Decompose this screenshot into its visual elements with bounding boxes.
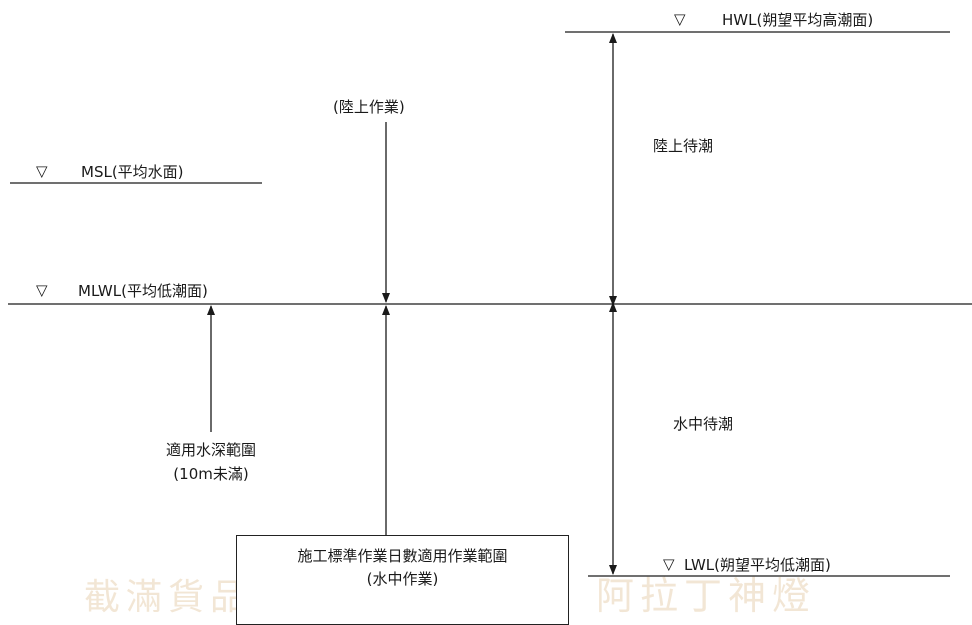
tide-diagram	[8, 31, 972, 577]
lwl-label: LWL(朔望平均低潮面)	[684, 556, 831, 574]
work-range-subtitle: (水中作業)	[366, 570, 439, 588]
hwl-label: HWL(朔望平均高潮面)	[722, 11, 874, 29]
land-tide-wait-label: 陸上待潮	[653, 137, 714, 155]
hwl-triangle-icon: ▽	[674, 10, 686, 28]
msl-label: MSL(平均水面)	[81, 163, 184, 181]
depth-range-sublabel: (10m未滿)	[173, 465, 249, 483]
work-range-title: 施工標準作業日數適用作業範圍	[297, 547, 508, 565]
lwl-triangle-icon: ▽	[663, 555, 675, 573]
work-range-box: 施工標準作業日數適用作業範圍 (水中作業)	[236, 535, 569, 625]
depth-range-label: 適用水深範圍	[165, 441, 256, 459]
mlwl-label: MLWL(平均低潮面)	[78, 282, 208, 300]
land-work-label: (陸上作業)	[333, 98, 405, 116]
msl-triangle-icon: ▽	[36, 162, 48, 180]
water-tide-wait-label: 水中待潮	[673, 415, 734, 433]
mlwl-triangle-icon: ▽	[36, 281, 48, 299]
